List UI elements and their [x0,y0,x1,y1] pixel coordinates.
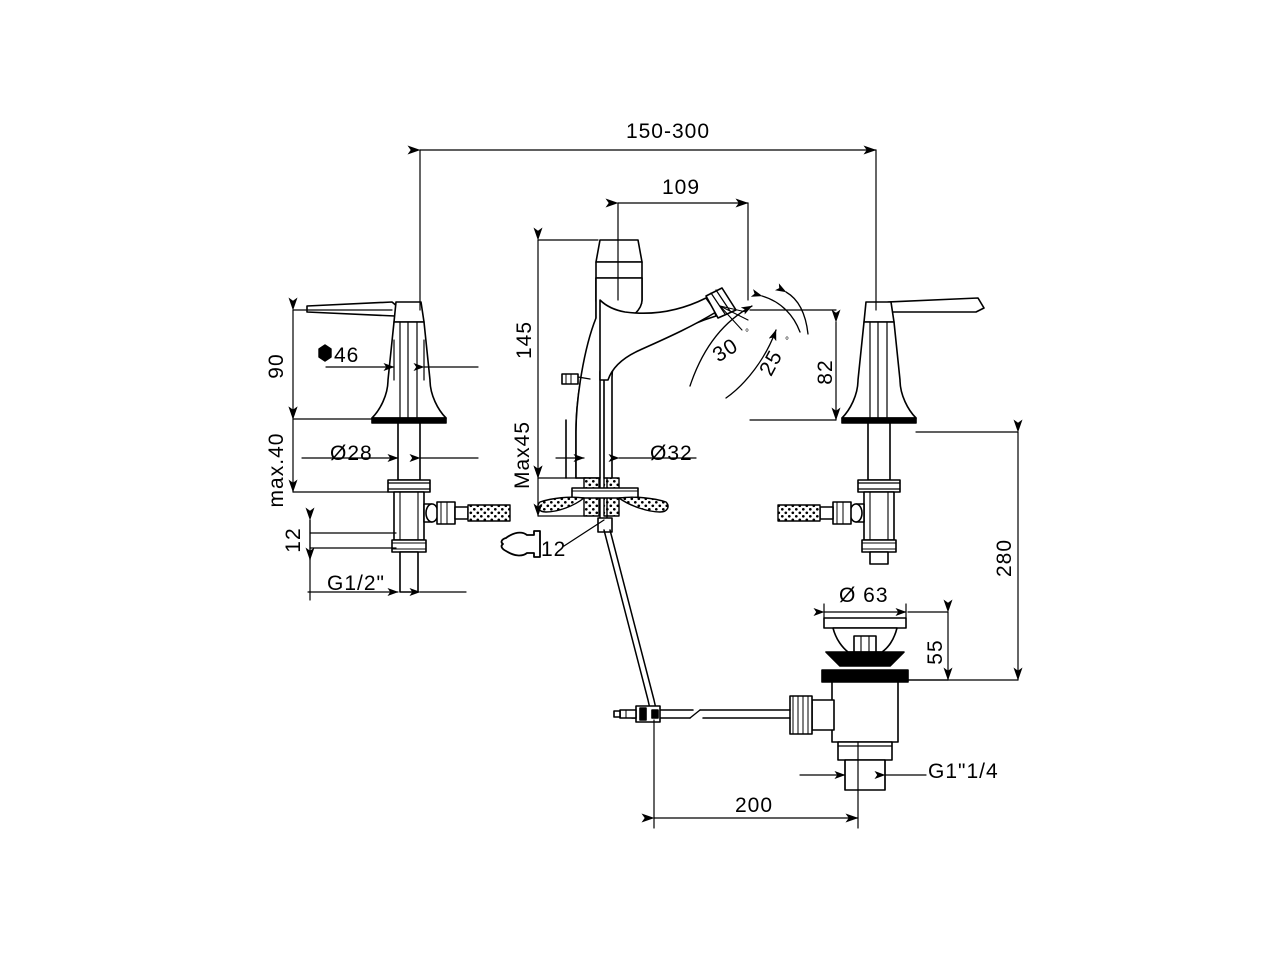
dimension-labels: 150-300 109 145 90 max.40 46 Ø28 Max45 Ø… [265,120,1016,817]
wrench-icon [500,530,541,558]
degree-symbol-25: ° [785,336,789,347]
popup-waste-assembly [613,617,909,791]
label-shank-thread-offset: 12 [282,527,305,552]
degree-symbol-30: ° [745,328,749,339]
label-hex-46: 46 [334,344,359,367]
label-supply-thread: G1/2" [327,572,385,595]
label-spout-reach: 109 [662,176,700,199]
label-waste-height: 55 [924,639,947,664]
hexagon-symbol [318,344,332,362]
label-wrench-size: 12 [541,538,566,561]
label-body-max-deck: Max45 [511,421,534,489]
label-handle-shank-dia: Ø28 [330,442,373,465]
label-overall-spread: 150-300 [626,120,710,143]
label-total-drop: 280 [993,539,1016,577]
label-spout-height: 82 [814,359,837,384]
label-max-deck-thickness: max.40 [265,433,288,508]
label-waste-flange-dia: Ø 63 [839,584,889,607]
label-waste-thread: G1"1/4 [928,760,999,783]
label-handle-height: 90 [265,353,288,378]
label-body-height: 145 [513,321,536,359]
drawing-geometry [288,145,1023,829]
left-handle-assembly [306,301,511,593]
label-body-shank-dia: Ø32 [650,442,693,465]
center-mixer-body [537,239,749,719]
label-angle-25: 25 [755,346,787,379]
label-rod-offset: 200 [735,794,773,817]
dimension-lines [288,145,1023,829]
right-handle-assembly [777,297,985,565]
